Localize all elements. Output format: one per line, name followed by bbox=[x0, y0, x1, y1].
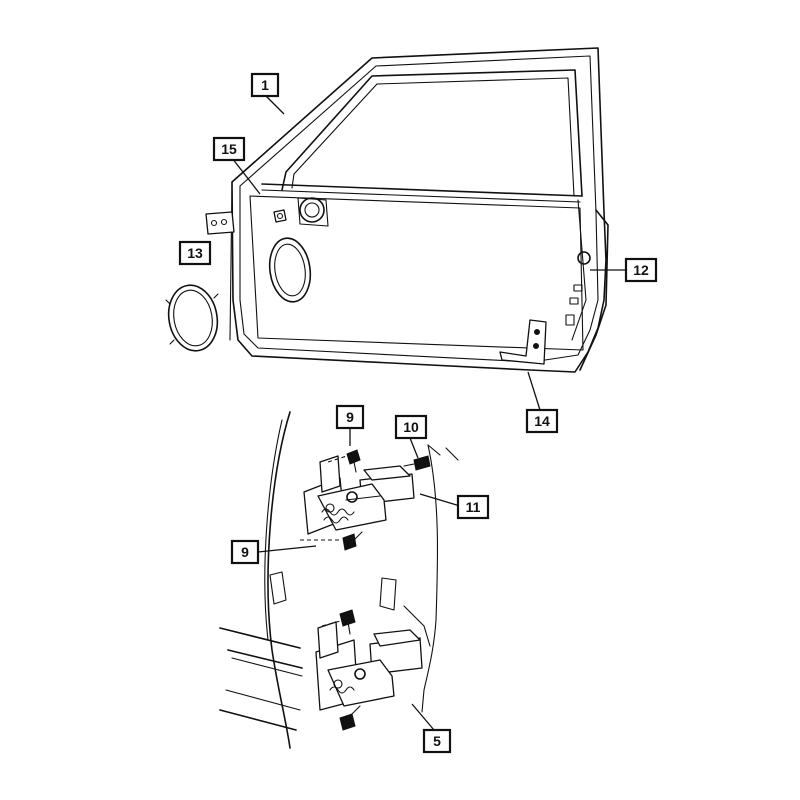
speaker-ring bbox=[165, 284, 219, 352]
callout-label: 14 bbox=[534, 413, 550, 429]
leader-lines bbox=[231, 95, 628, 731]
callout-9-lower: 9 bbox=[230, 539, 260, 565]
callout-1: 1 bbox=[250, 72, 280, 98]
lower-hinge bbox=[315, 609, 423, 731]
callout-label: 5 bbox=[433, 733, 441, 749]
callout-13: 13 bbox=[178, 240, 212, 266]
callout-11: 11 bbox=[456, 494, 490, 520]
callout-label: 10 bbox=[403, 419, 419, 435]
upper-hinge bbox=[300, 449, 431, 551]
body-pillar bbox=[219, 411, 459, 749]
callout-9-upper: 9 bbox=[335, 404, 365, 430]
callout-5: 5 bbox=[422, 728, 452, 754]
callout-10: 10 bbox=[394, 414, 428, 440]
callout-label: 9 bbox=[346, 409, 354, 425]
callout-label: 1 bbox=[261, 77, 269, 93]
callout-label: 15 bbox=[221, 141, 237, 157]
callout-label: 11 bbox=[466, 499, 481, 515]
callout-label: 9 bbox=[241, 544, 249, 560]
callout-14: 14 bbox=[525, 408, 559, 434]
callout-label: 13 bbox=[187, 245, 203, 261]
callout-12: 12 bbox=[624, 257, 658, 283]
door-shell bbox=[205, 47, 609, 373]
callout-15: 15 bbox=[212, 136, 246, 162]
callout-label: 12 bbox=[633, 262, 649, 278]
